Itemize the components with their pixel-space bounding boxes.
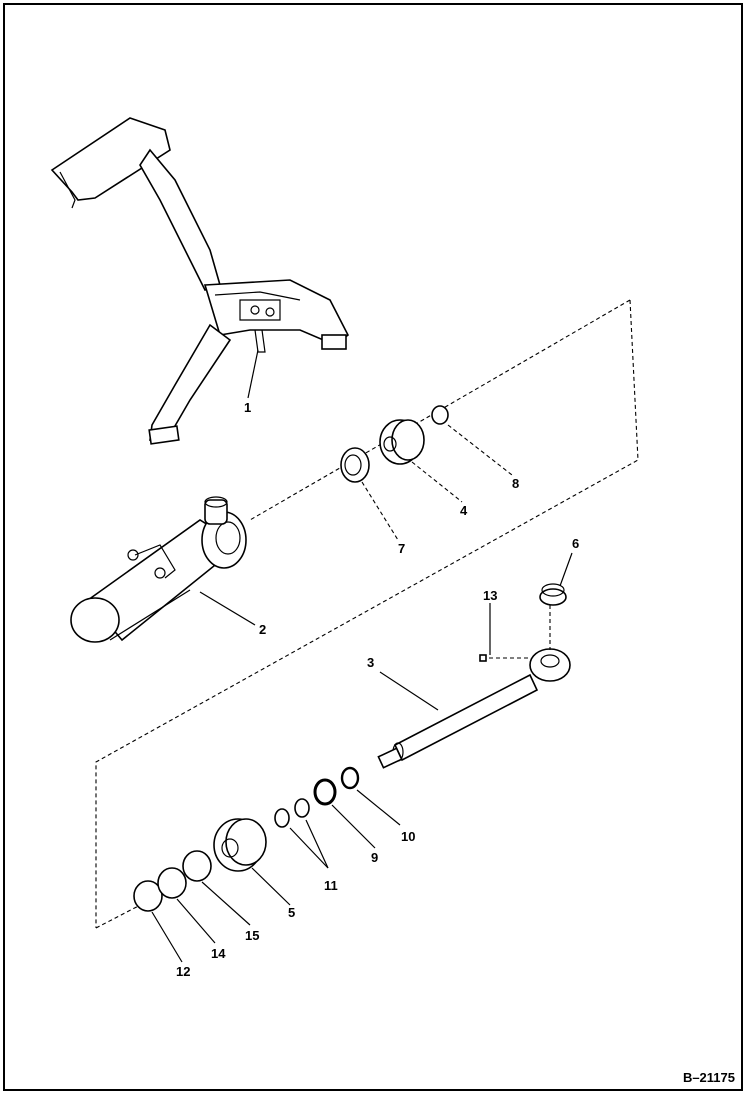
callout-12: 12: [176, 964, 190, 979]
leader-11b: [305, 819, 329, 869]
bushing: [539, 583, 567, 606]
backhoe-boom-assembly: [50, 117, 350, 445]
page-border: [3, 3, 743, 1091]
wiper: [340, 766, 360, 790]
callout-6: 6: [572, 536, 579, 551]
callout-3: 3: [367, 655, 374, 670]
assembly-outline: [95, 299, 639, 928]
leader-15: [201, 881, 251, 926]
leader-6: [559, 552, 573, 587]
backup-ring-a: [274, 808, 290, 828]
leader-9: [331, 804, 376, 849]
leader-10: [356, 789, 401, 826]
gland: [379, 419, 425, 465]
backup-ring-b: [294, 798, 310, 818]
rod-seal: [313, 778, 337, 806]
leader-2: [199, 591, 256, 626]
document-id: B–21175: [682, 1070, 735, 1085]
callout-8: 8: [512, 476, 519, 491]
callout-2: 2: [259, 622, 266, 637]
callout-9: 9: [371, 850, 378, 865]
leader-7: [361, 481, 399, 541]
leader-3: [379, 671, 439, 711]
leader-1: [247, 349, 259, 399]
callout-10: 10: [401, 829, 415, 844]
callout-4: 4: [460, 503, 468, 518]
leader-4: [411, 461, 463, 503]
grease-fitting: [479, 654, 487, 662]
leader-11a: [289, 827, 329, 869]
callout-7: 7: [398, 541, 405, 556]
leader-14: [176, 898, 216, 944]
callout-14: 14: [211, 946, 226, 961]
leader-12: [151, 911, 183, 963]
callout-1: 1: [244, 400, 251, 415]
o-ring: [431, 405, 449, 425]
piston-rod: [377, 648, 571, 769]
leader-8: [447, 424, 513, 476]
callout-5: 5: [288, 905, 295, 920]
piston-ring-14: [157, 867, 187, 899]
wear-ring: [340, 447, 370, 483]
leader-5: [251, 867, 291, 906]
callout-13: 13: [483, 588, 497, 603]
piston-ring-15: [182, 850, 212, 882]
piston: [213, 818, 267, 872]
callout-15: 15: [245, 928, 259, 943]
callout-11: 11: [324, 878, 338, 893]
piston-ring-12: [133, 880, 163, 912]
cylinder-barrel: [70, 496, 247, 643]
